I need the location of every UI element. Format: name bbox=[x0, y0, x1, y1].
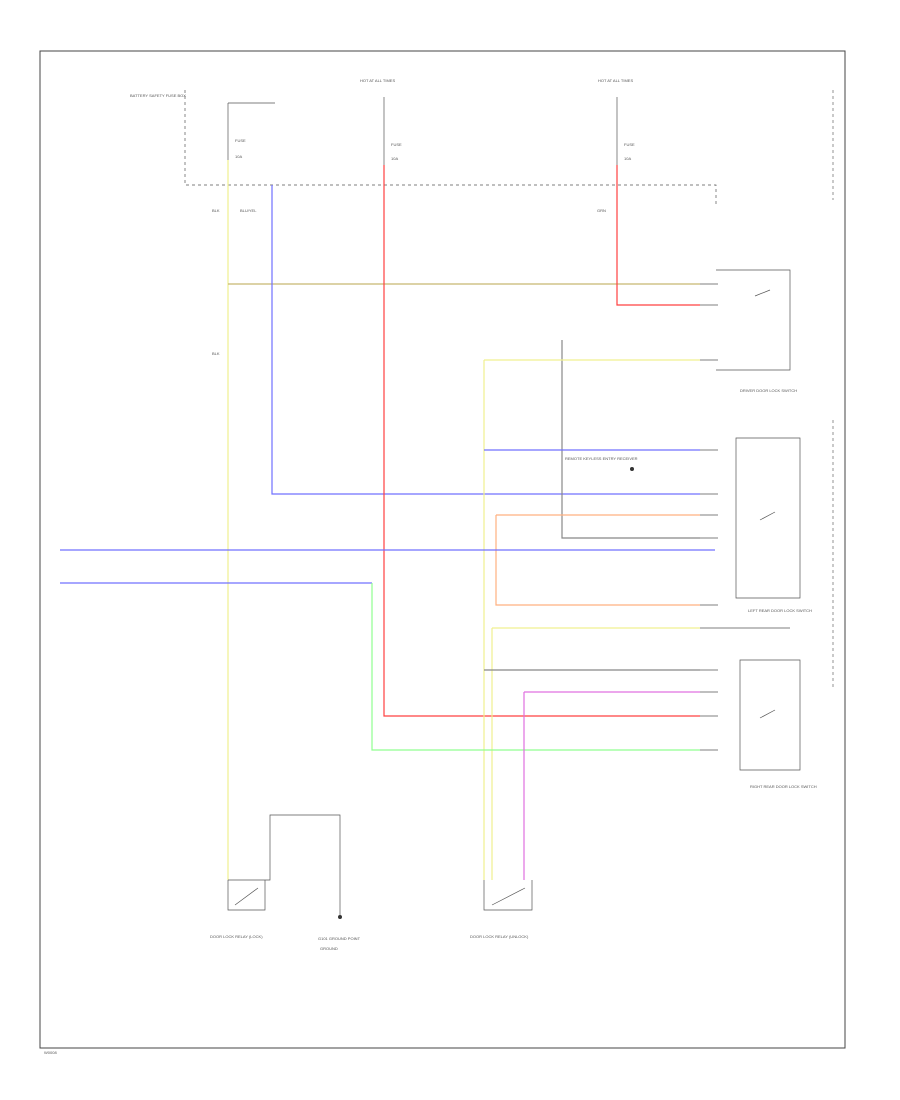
ground-relay-label: GROUND bbox=[320, 946, 338, 951]
fuse-3-label: FUSE bbox=[624, 142, 635, 147]
fuse-1-label: FUSE bbox=[235, 138, 246, 143]
wire-yellow-mid bbox=[491, 627, 700, 880]
relay-left-label: DOOR LOCK RELAY (LOCK) bbox=[210, 934, 263, 939]
wire-label-blk: BLK bbox=[212, 208, 220, 213]
fuse-box-dashed-outline bbox=[184, 90, 717, 205]
switch-bottom-label: RIGHT REAR DOOR LOCK SWITCH bbox=[750, 784, 817, 789]
relay-left-symbol bbox=[227, 880, 266, 911]
remote-receiver-label: REMOTE KEYLESS ENTRY RECEIVER bbox=[565, 456, 638, 461]
wire-label-blk-2: BLK bbox=[212, 351, 220, 356]
hot-at-all-times-label-2: HOT AT ALL TIMES bbox=[598, 78, 633, 83]
relay-right-symbol bbox=[483, 880, 533, 911]
fuse-3-amp: 10A bbox=[624, 156, 631, 161]
diagram-frame bbox=[39, 50, 846, 1049]
switch-top-label: DRIVER DOOR LOCK SWITCH bbox=[740, 388, 797, 393]
ground-dot bbox=[338, 915, 342, 919]
fuse-2-label: FUSE bbox=[391, 142, 402, 147]
wire-yellow-riser bbox=[483, 359, 700, 880]
wire-red-fuse3 bbox=[616, 165, 700, 306]
wire-red-fuse2 bbox=[383, 165, 700, 717]
switch-bottom-contact bbox=[759, 709, 776, 719]
page-id: W0008 bbox=[44, 1050, 57, 1055]
wire-magenta bbox=[523, 691, 700, 880]
wire-violet-fuse1 bbox=[271, 185, 700, 495]
switch-top-box bbox=[716, 269, 791, 371]
switch-mid-contact bbox=[759, 511, 776, 521]
switch-mid-box bbox=[735, 437, 801, 599]
wire-label-grn: GRN bbox=[597, 208, 606, 213]
wire-label-bluyel: BLU/YEL bbox=[240, 208, 257, 213]
switch-mid-label: LEFT REAR DOOR LOCK SWITCH bbox=[748, 608, 812, 613]
fuse-2-amp: 10A bbox=[391, 156, 398, 161]
relay-left-loop bbox=[228, 814, 341, 915]
relay-right-label: DOOR LOCK RELAY (UNLOCK) bbox=[470, 934, 529, 939]
switch-top-contact bbox=[754, 289, 771, 297]
splice-dot bbox=[630, 467, 634, 471]
wire-orange bbox=[495, 514, 700, 606]
battery-source-label: BATTERY SAFETY FUSE BOX bbox=[130, 93, 186, 98]
ground-point-label: G101 GROUND POINT bbox=[318, 936, 361, 941]
connector-pins bbox=[700, 283, 790, 751]
wire-green bbox=[371, 583, 700, 751]
hot-at-all-times-label-1: HOT AT ALL TIMES bbox=[360, 78, 395, 83]
wire-gray-vertical bbox=[561, 340, 700, 539]
switch-bottom-box bbox=[739, 659, 801, 771]
fuse-1-amp: 10A bbox=[235, 154, 242, 159]
